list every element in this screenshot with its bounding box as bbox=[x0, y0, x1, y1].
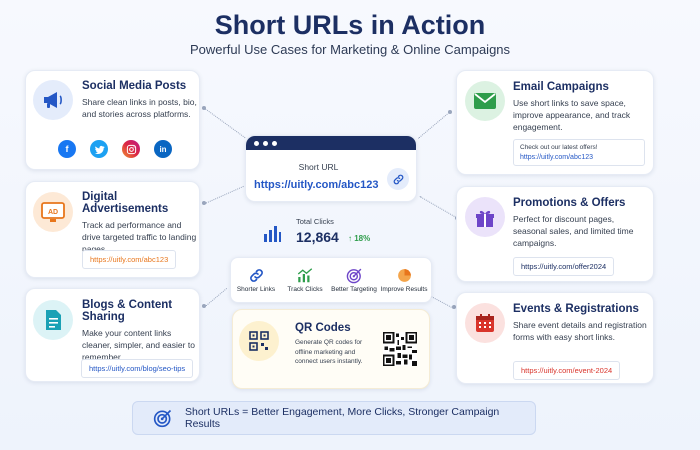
qr-code-image bbox=[383, 332, 417, 371]
connector-dot bbox=[202, 201, 206, 205]
card-title: QR Codes bbox=[295, 322, 351, 334]
card-qr-codes: QR Codes Generate QR codes for offline m… bbox=[232, 309, 430, 389]
card-digital-ads: AD Digital Advertisements Track ad perfo… bbox=[25, 181, 200, 278]
short-url-window: Short URL https://uitly.com/abc123 bbox=[245, 135, 417, 202]
link-chain-icon bbox=[227, 264, 285, 286]
clicks-change: ↑ 18% bbox=[348, 234, 371, 243]
card-description: Share clean links in posts, bio, and sto… bbox=[82, 97, 197, 119]
card-social-media: Social Media Posts Share clean links in … bbox=[25, 70, 200, 170]
email-short-link[interactable]: https://uitly.com/abc123 bbox=[520, 154, 594, 161]
connector-line bbox=[205, 185, 244, 204]
card-title: Digital Advertisements bbox=[82, 191, 169, 215]
growth-chart-icon bbox=[276, 264, 334, 286]
email-preview: Check out our latest offers! https://uit… bbox=[513, 139, 645, 166]
card-description: Generate QR codes for offline marketing … bbox=[295, 339, 363, 365]
instagram-icon[interactable] bbox=[122, 140, 140, 158]
facebook-icon[interactable]: f bbox=[58, 140, 76, 158]
bar-chart-icon bbox=[262, 223, 282, 248]
card-description: Track ad performance and drive targeted … bbox=[82, 220, 197, 254]
ads-short-link[interactable]: https://uitly.com/abc123 bbox=[82, 250, 177, 269]
linkedin-icon[interactable]: in bbox=[154, 140, 172, 158]
footer-banner: Short URLs = Better Engagement, More Cli… bbox=[132, 401, 536, 435]
window-titlebar bbox=[246, 136, 416, 150]
total-clicks-value: 12,864 bbox=[296, 229, 339, 245]
card-promotions: Promotions & Offers Perfect for discount… bbox=[456, 186, 654, 282]
page-subtitle: Powerful Use Cases for Marketing & Onlin… bbox=[189, 42, 511, 57]
card-blogs: Blogs & Content Sharing Make your conten… bbox=[25, 288, 200, 382]
card-events: Events & Registrations Share event detai… bbox=[456, 292, 654, 384]
card-description: Use short links to save space, improve a… bbox=[513, 98, 631, 132]
connector-line bbox=[205, 288, 228, 307]
promo-short-link[interactable]: https://uitly.com/offer2024 bbox=[513, 257, 615, 276]
connector-dot bbox=[202, 106, 206, 110]
target-icon bbox=[153, 408, 173, 428]
card-title: Blogs & Content Sharing bbox=[82, 299, 173, 323]
qr-badge-icon bbox=[239, 321, 279, 361]
card-title: Events & Registrations bbox=[513, 303, 639, 315]
feature-track-clicks: Track Clicks bbox=[276, 264, 334, 293]
card-title: Social Media Posts bbox=[82, 80, 187, 92]
short-url-value[interactable]: https://uitly.com/abc123 bbox=[254, 179, 379, 191]
arrow-up-icon: ↑ bbox=[348, 234, 352, 243]
ad-screen-icon: AD bbox=[33, 192, 73, 232]
connector-dot bbox=[448, 110, 452, 114]
card-email-campaigns: Email Campaigns Use short links to save … bbox=[456, 70, 654, 175]
target-icon bbox=[325, 264, 383, 286]
blogs-short-link[interactable]: https://uitly.com/blog/seo-tips bbox=[81, 359, 194, 378]
footer-text: Short URLs = Better Engagement, More Cli… bbox=[185, 406, 500, 430]
social-icons: f in bbox=[58, 140, 172, 158]
feature-shorter-links: Shorter Links bbox=[227, 264, 285, 293]
card-title: Email Campaigns bbox=[513, 81, 609, 93]
feature-improve-results: Improve Results bbox=[375, 264, 433, 293]
page-title: Short URLs in Action bbox=[214, 10, 486, 40]
card-description: Make your content links cleaner, simpler… bbox=[82, 328, 195, 362]
link-chain-icon[interactable] bbox=[387, 168, 409, 190]
megaphone-icon bbox=[33, 80, 73, 120]
connector-line bbox=[418, 111, 451, 139]
card-description: Perfect for discount pages, seasonal sal… bbox=[513, 214, 634, 248]
connector-dot bbox=[202, 304, 206, 308]
feature-better-targeting: Better Targeting bbox=[325, 264, 383, 293]
features-strip: Shorter Links Track Clicks Better Target… bbox=[230, 257, 432, 303]
card-description: Share event details and registration for… bbox=[513, 320, 647, 342]
envelope-icon bbox=[465, 81, 505, 121]
pie-chart-icon bbox=[375, 264, 433, 286]
connector-dot bbox=[452, 305, 456, 309]
events-short-link[interactable]: https://uitly.com/event-2024 bbox=[513, 361, 621, 380]
twitter-icon[interactable] bbox=[90, 140, 108, 158]
email-note: Check out our latest offers! bbox=[520, 144, 598, 151]
card-title: Promotions & Offers bbox=[513, 197, 626, 209]
connector-line bbox=[419, 196, 457, 218]
gift-icon bbox=[465, 197, 505, 237]
calendar-icon bbox=[465, 303, 505, 343]
total-clicks-stat: Total Clicks 12,864 ↑ 18% bbox=[262, 215, 422, 251]
connector-line bbox=[204, 108, 246, 139]
short-url-label: Short URL bbox=[298, 162, 339, 172]
total-clicks-label: Total Clicks bbox=[296, 217, 334, 226]
document-icon bbox=[33, 300, 73, 340]
ad-badge-text: AD bbox=[48, 209, 58, 216]
